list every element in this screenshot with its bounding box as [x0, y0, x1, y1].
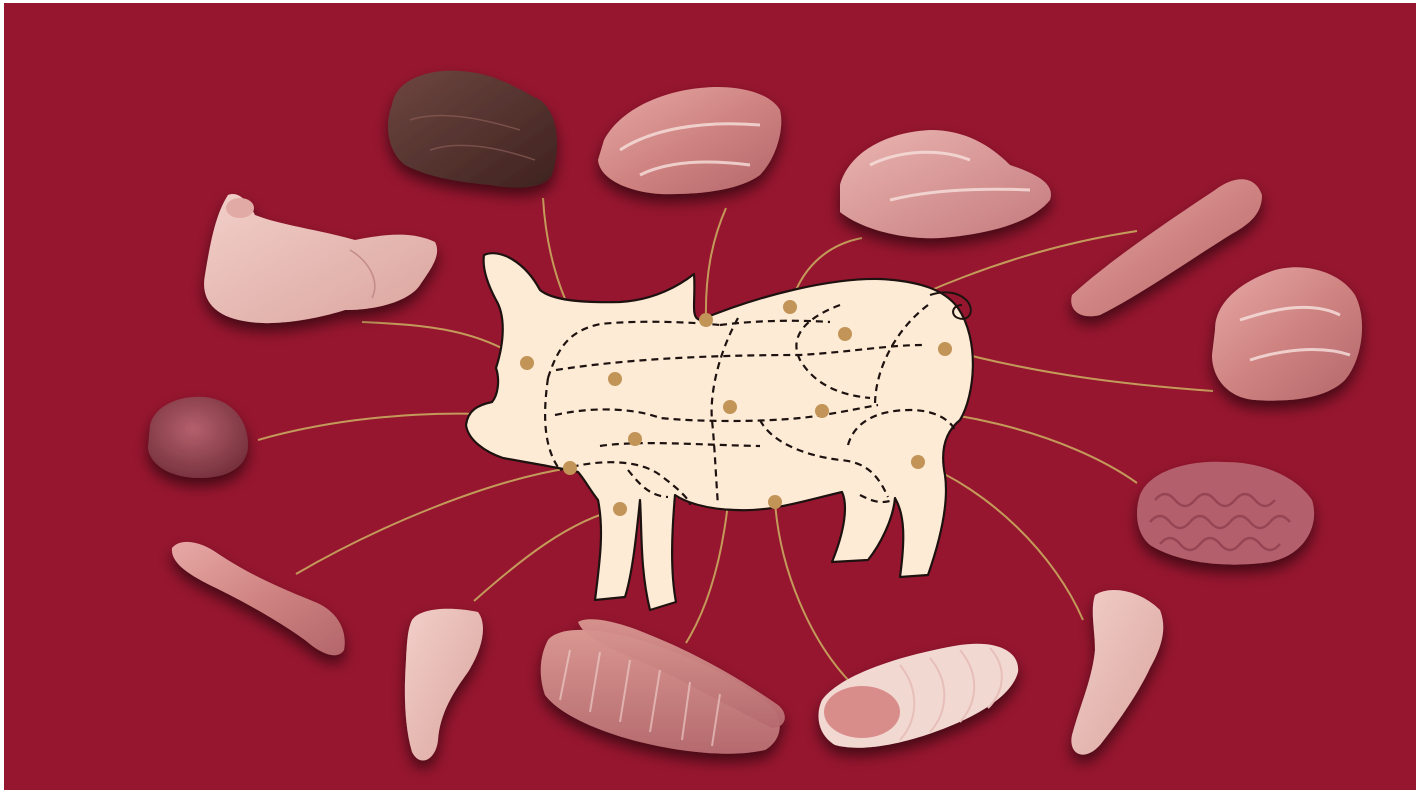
marker-loin-top[interactable]: [783, 300, 797, 314]
marker-leg-rear[interactable]: [815, 404, 829, 418]
marker-loin-rear[interactable]: [838, 327, 852, 341]
marker-shoulder-top[interactable]: [699, 313, 713, 327]
marker-hock-rear[interactable]: [911, 455, 925, 469]
marker-front-leg[interactable]: [613, 502, 627, 516]
marker-jowl[interactable]: [563, 461, 577, 475]
pig-snout: [226, 198, 254, 218]
marker-head[interactable]: [520, 356, 534, 370]
marker-belly-center[interactable]: [723, 400, 737, 414]
marker-belly-lower[interactable]: [768, 495, 782, 509]
marker-cheek[interactable]: [628, 432, 642, 446]
marker-ham[interactable]: [938, 342, 952, 356]
marker-neck-top[interactable]: [608, 372, 622, 386]
